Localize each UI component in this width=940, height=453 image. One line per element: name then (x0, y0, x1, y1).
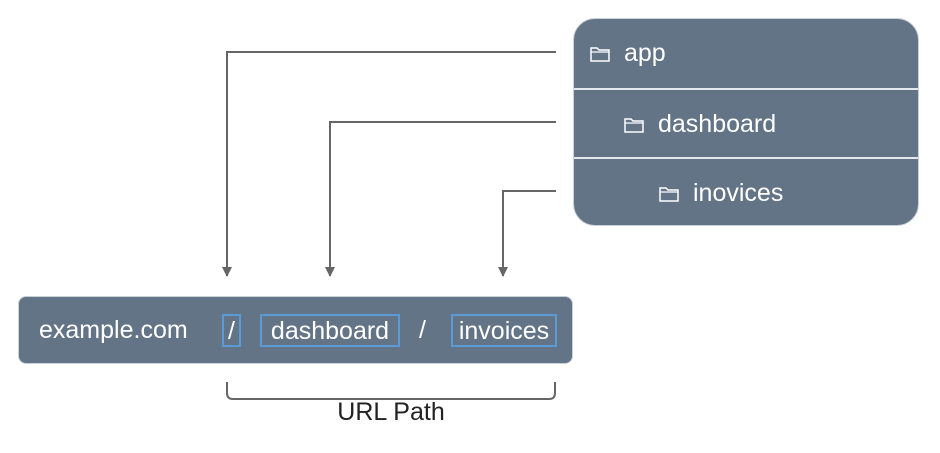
folder-icon (590, 46, 610, 62)
folder-label-dashboard: dashboard (658, 110, 777, 138)
arrow-invoices-to-segment (498, 190, 556, 277)
url-path-brace (226, 382, 556, 400)
folder-row-invoices: inovices (574, 157, 918, 225)
folder-icon (624, 117, 644, 133)
url-segment-dashboard: dashboard (260, 314, 400, 347)
url-separator: / (419, 316, 426, 344)
folder-icon (659, 186, 679, 202)
arrow-app-to-root (222, 51, 556, 277)
arrow-dashboard-to-segment (325, 121, 556, 277)
url-domain: example.com (39, 316, 188, 344)
url-path-caption: URL Path (337, 398, 445, 426)
folder-structure-panel: app dashboard inovices (573, 18, 919, 226)
url-bar: example.com / dashboard / invoices (18, 296, 573, 364)
folder-row-app: app (574, 19, 918, 88)
folder-row-dashboard: dashboard (574, 88, 918, 159)
folder-label-invoices: inovices (693, 179, 784, 207)
folder-label-app: app (624, 39, 666, 67)
url-segment-invoices: invoices (451, 314, 557, 347)
url-root-slash: / (222, 314, 241, 347)
